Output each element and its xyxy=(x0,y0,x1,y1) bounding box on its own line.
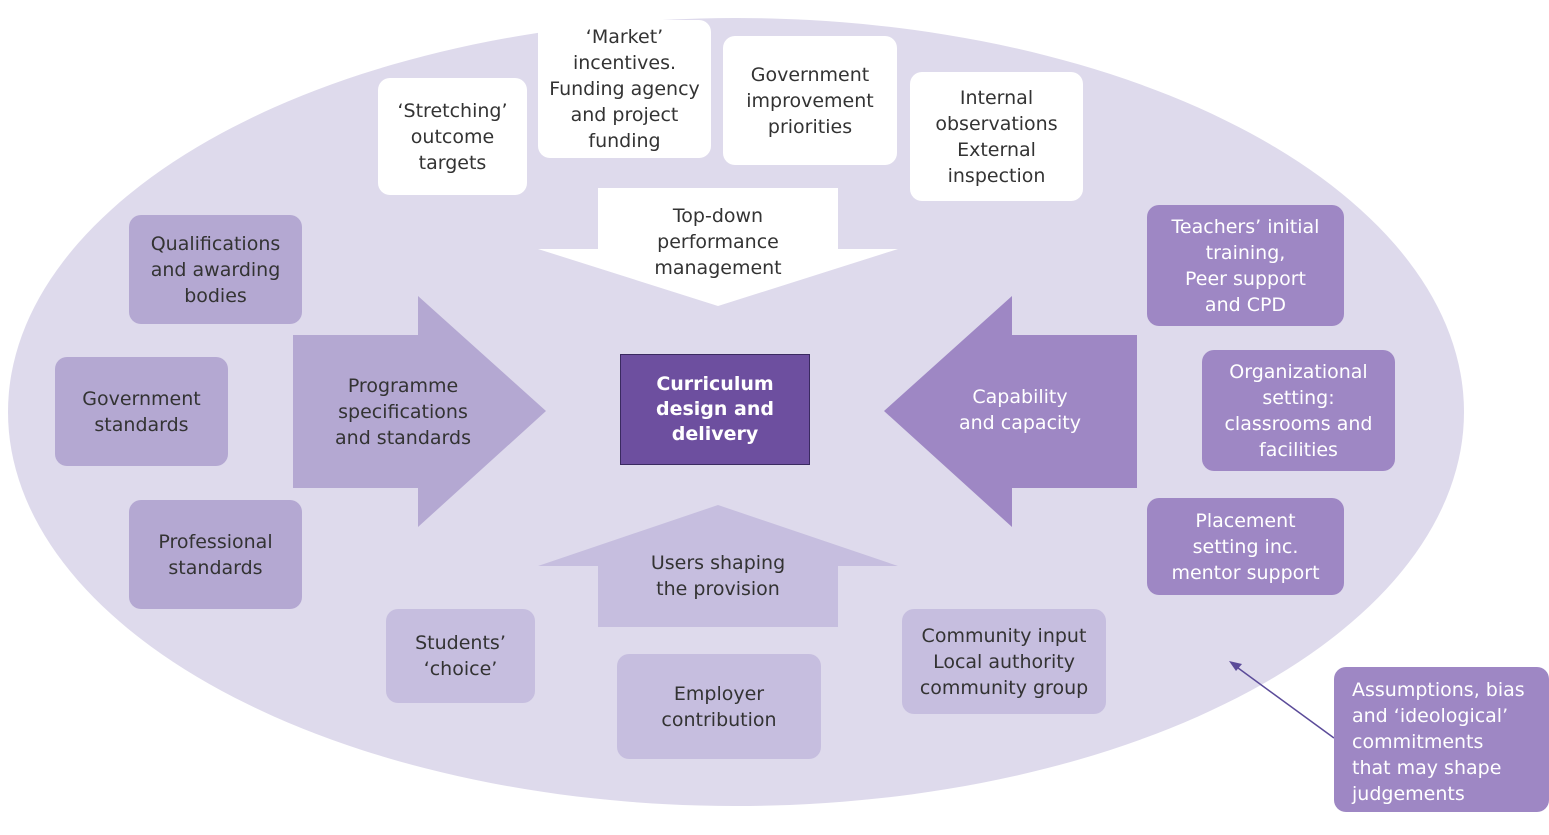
note-pointer-head xyxy=(1229,661,1242,671)
right-arrow-label: Capability and capacity xyxy=(959,386,1081,434)
users-arrow xyxy=(538,505,898,627)
organizational-setting-box: Organizational setting: classrooms and f… xyxy=(1202,350,1395,471)
inspection-box: Internal observations External inspectio… xyxy=(910,72,1083,201)
bottom-arrow-label: Users shaping the provision xyxy=(650,552,786,600)
curriculum-box: Curriculum design and delivery xyxy=(620,354,810,465)
placement-setting-box: Placement setting inc. mentor support xyxy=(1147,498,1344,595)
professional-standards-box: Professional standards xyxy=(129,500,302,609)
note-pointer-line xyxy=(1233,664,1335,739)
top-arrow-label: Top-down performance management xyxy=(654,205,782,279)
government-priorities-box: Government improvement priorities xyxy=(723,36,897,165)
community-input-box: Community input Local authority communit… xyxy=(902,609,1106,714)
students-choice-box: Students’ ‘choice’ xyxy=(386,609,535,703)
stretching-targets-box: ‘Stretching’ outcome targets xyxy=(378,78,527,195)
employer-contribution-box: Employer contribution xyxy=(617,654,821,759)
assumptions-note-box: Assumptions, bias and ‘ideological’ comm… xyxy=(1334,667,1549,812)
teachers-training-box: Teachers’ initial training, Peer support… xyxy=(1147,205,1344,326)
left-arrow-label: Programme specifications and standards xyxy=(335,375,471,449)
market-incentives-box: ‘Market’ incentives. Funding agency and … xyxy=(538,20,711,158)
top-down-arrow xyxy=(538,188,898,306)
capability-arrow xyxy=(884,296,1137,527)
qualifications-box: Qualifications and awarding bodies xyxy=(129,215,302,324)
government-standards-box: Government standards xyxy=(55,357,228,466)
programme-arrow xyxy=(293,296,546,527)
